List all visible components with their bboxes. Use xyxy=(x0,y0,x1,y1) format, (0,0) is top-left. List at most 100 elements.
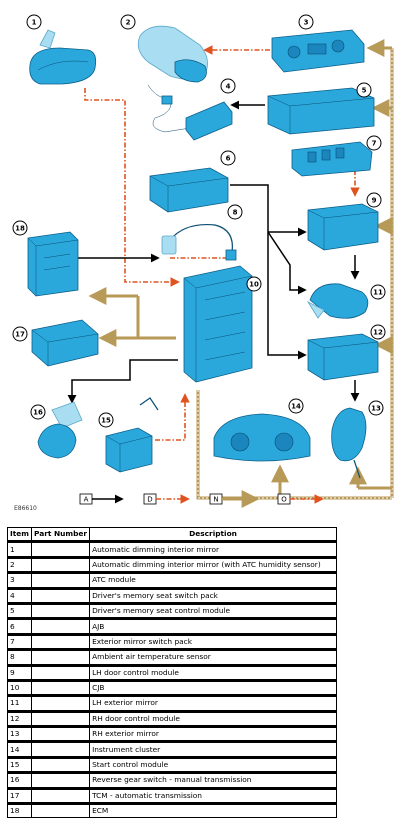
component-lh-door-module xyxy=(307,203,379,251)
cell-description: RH exterior mirror xyxy=(89,725,337,743)
component-instrument-cluster xyxy=(213,413,311,462)
cell-part-number xyxy=(30,801,91,818)
cell-part-number xyxy=(30,617,91,635)
callout-1: 1 xyxy=(26,14,42,30)
cell-part-number xyxy=(30,632,91,651)
table-row: 15 Start control module xyxy=(7,755,337,774)
cell-item: 13 xyxy=(7,725,32,743)
cell-description: ATC module xyxy=(89,571,337,589)
cell-part-number xyxy=(30,586,91,604)
cell-item: 1 xyxy=(7,540,32,558)
cell-description: AJB xyxy=(89,617,337,635)
cell-item: 4 xyxy=(7,586,32,604)
component-ambient-temp-sensor xyxy=(161,223,237,261)
cell-item: 10 xyxy=(7,678,32,697)
svg-text:9: 9 xyxy=(372,197,377,205)
cell-description: ECM xyxy=(89,801,337,818)
cell-item: 17 xyxy=(7,786,32,805)
svg-text:4: 4 xyxy=(226,83,231,91)
component-cjb xyxy=(183,265,253,383)
cell-description: Automatic dimming interior mirror (with … xyxy=(89,555,337,574)
svg-text:O: O xyxy=(281,496,287,504)
table-row: 14 Instrument cluster xyxy=(7,740,337,758)
component-ecm xyxy=(27,231,79,297)
svg-text:8: 8 xyxy=(233,209,238,217)
callout-13: 13 xyxy=(368,400,384,416)
svg-text:10: 10 xyxy=(249,281,259,289)
callout-11: 11 xyxy=(370,284,386,300)
svg-text:A: A xyxy=(84,496,89,504)
cell-description: RH door control module xyxy=(89,709,337,728)
component-rh-door-module xyxy=(307,333,379,381)
figure-id: E86610 xyxy=(14,505,37,512)
callout-2: 2 xyxy=(120,14,136,30)
callout-8: 8 xyxy=(227,204,243,220)
callout-3: 3 xyxy=(298,14,314,30)
table-header-row: Item Part Number Description xyxy=(7,526,337,543)
component-ajb xyxy=(149,167,229,213)
cell-description: Start control module xyxy=(89,755,337,774)
cell-item: 9 xyxy=(7,663,32,681)
callout-7: 7 xyxy=(366,135,382,151)
cell-item: 15 xyxy=(7,755,32,774)
header-description: Description xyxy=(89,526,337,543)
svg-text:14: 14 xyxy=(291,403,301,411)
component-seat-switch-pack xyxy=(147,84,233,141)
callout-10: 10 xyxy=(246,276,262,292)
svg-text:17: 17 xyxy=(15,331,25,339)
table-row: 13 RH exterior mirror xyxy=(7,725,337,743)
table-row: 16 Reverse gear switch - manual transmiss… xyxy=(7,771,337,789)
cell-description: Instrument cluster xyxy=(89,740,337,758)
cell-part-number xyxy=(30,555,91,574)
cell-description: Ambient air temperature sensor xyxy=(89,648,337,666)
cell-item: 12 xyxy=(7,709,32,728)
svg-text:15: 15 xyxy=(101,417,111,425)
cell-description: Reverse gear switch - manual transmissio… xyxy=(89,771,337,789)
line-legend: A D N O xyxy=(79,490,324,508)
cell-part-number xyxy=(30,663,91,681)
cell-part-number xyxy=(30,725,91,743)
cell-item: 14 xyxy=(7,740,32,758)
cell-description: Exterior mirror switch pack xyxy=(89,632,337,651)
component-reverse-gear-switch xyxy=(37,401,83,459)
svg-text:N: N xyxy=(213,496,218,504)
cell-part-number xyxy=(30,740,91,758)
svg-text:16: 16 xyxy=(33,409,43,417)
component-interior-mirror-humidity xyxy=(137,25,208,83)
cell-part-number xyxy=(30,694,91,712)
cell-item: 3 xyxy=(7,571,32,589)
callout-4: 4 xyxy=(220,78,236,94)
callout-6: 6 xyxy=(220,150,236,166)
callout-12: 12 xyxy=(370,324,386,340)
callout-9: 9 xyxy=(366,192,382,208)
component-tcm xyxy=(31,319,99,367)
component-atc-module xyxy=(271,29,365,73)
legend-d: D xyxy=(143,493,190,505)
component-seat-control-module xyxy=(267,87,375,135)
cell-item: 5 xyxy=(7,601,32,620)
legend-a: A xyxy=(79,493,124,505)
svg-text:18: 18 xyxy=(15,225,25,233)
cell-part-number xyxy=(30,648,91,666)
svg-text:3: 3 xyxy=(304,19,309,27)
callout-16: 16 xyxy=(30,404,46,420)
cell-description: Driver's memory seat control module xyxy=(89,601,337,620)
network-lines xyxy=(67,39,394,500)
line-a-links xyxy=(67,100,360,404)
cell-part-number xyxy=(30,771,91,789)
component-start-control-module xyxy=(105,397,159,473)
cell-part-number xyxy=(30,755,91,774)
cell-item: 16 xyxy=(7,771,32,789)
line-n-bus xyxy=(88,39,394,500)
